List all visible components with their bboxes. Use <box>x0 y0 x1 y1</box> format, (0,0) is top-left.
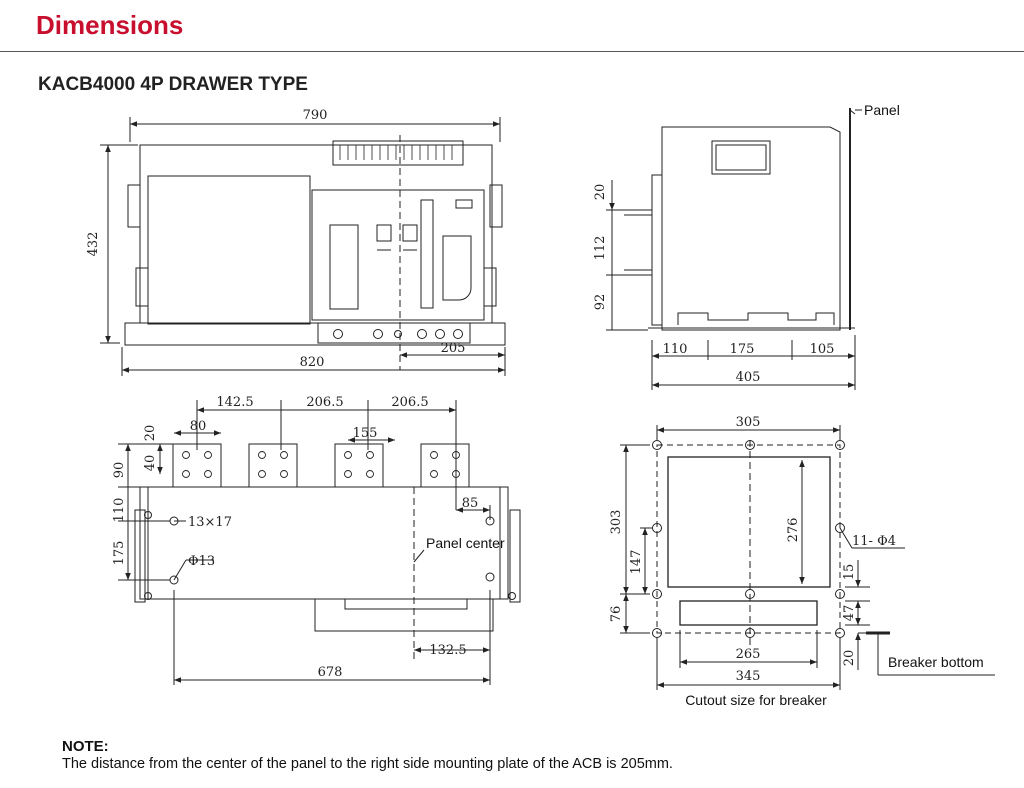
drawing-subtitle: KACB4000 4P DRAWER TYPE <box>38 74 308 95</box>
cutout-height-left: 303 <box>609 510 624 535</box>
bottom-total: 678 <box>318 665 343 680</box>
header-divider <box>0 51 1024 52</box>
note-text: The distance from the center of the pane… <box>62 756 673 772</box>
cutout-w265: 265 <box>736 647 761 662</box>
offset-85: 85 <box>462 496 479 511</box>
panel-label: Panel <box>864 102 900 118</box>
cutout-caption: Cutout size for breaker <box>685 692 827 708</box>
side-v2: 112 <box>593 236 608 261</box>
front-center-to-right: 205 <box>441 341 466 356</box>
bottom-v90: 90 <box>112 462 127 479</box>
terminal-hole-pitch: 155 <box>353 426 378 441</box>
side-h1: 110 <box>663 342 688 357</box>
side-h2: 175 <box>730 342 755 357</box>
page-title: Dimensions <box>36 10 184 40</box>
front-height: 432 <box>86 232 101 257</box>
breaker-bottom-label: Breaker bottom <box>888 654 984 670</box>
cutout-holes: 11- Φ4 <box>852 534 896 549</box>
front-view <box>100 117 506 376</box>
panel-center-label: Panel center <box>426 535 505 551</box>
bottom-v110: 110 <box>112 498 127 523</box>
offset-132: 132.5 <box>429 643 466 658</box>
terminal-width: 80 <box>190 419 207 434</box>
front-width-top: 790 <box>303 108 328 123</box>
slot-label: 13×17 <box>188 515 232 530</box>
bottom-v175: 175 <box>112 541 127 566</box>
hole-label: Φ13 <box>188 554 215 569</box>
front-width-bottom: 820 <box>300 355 325 370</box>
bottom-v40: 40 <box>143 455 158 472</box>
cutout-v20: 20 <box>842 650 857 667</box>
cutout-width-top: 305 <box>736 415 761 430</box>
side-view <box>606 108 862 390</box>
cutout-v47: 47 <box>842 605 857 622</box>
bottom-pitch3: 206.5 <box>391 395 428 410</box>
bottom-v20: 20 <box>143 425 158 442</box>
side-v1: 20 <box>593 184 608 201</box>
cutout-v76: 76 <box>609 606 624 623</box>
cutout-w345: 345 <box>736 669 761 684</box>
side-v3: 92 <box>593 294 608 311</box>
bottom-view <box>118 400 521 685</box>
bottom-pitch1: 142.5 <box>216 395 253 410</box>
cutout-view <box>620 425 995 690</box>
side-total: 405 <box>736 370 761 385</box>
cutout-height-inner: 276 <box>786 518 801 543</box>
cutout-v15: 15 <box>842 564 857 581</box>
note-title: NOTE: <box>62 738 109 755</box>
cutout-v147: 147 <box>629 550 644 575</box>
side-h3: 105 <box>810 342 835 357</box>
bottom-pitch2: 206.5 <box>306 395 343 410</box>
